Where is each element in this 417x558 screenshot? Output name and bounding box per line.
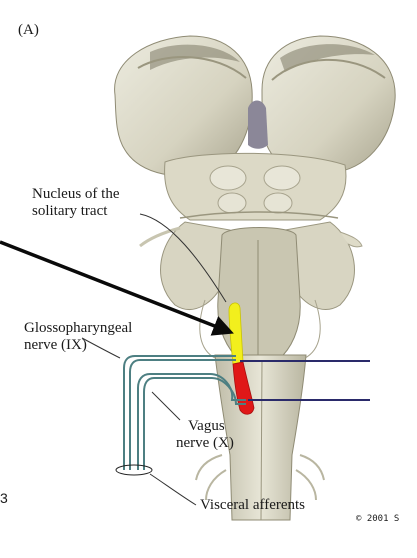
label-visceral-afferents: Visceral afferents (200, 497, 306, 513)
pineal-region (248, 100, 268, 149)
right-hemisphere (261, 35, 396, 175)
copyright-text: © 2001 S (356, 514, 400, 524)
glossopharyngeal-nerve (123, 355, 236, 470)
midbrain (164, 152, 347, 221)
label-vagus-line2: nerve (X) (176, 435, 234, 451)
panel-label: (A) (18, 22, 39, 38)
label-vagus-line1: Vagus (188, 418, 225, 434)
pointer-arrow (0, 240, 234, 336)
nucleus-solitary-tract-lower (232, 361, 255, 415)
label-glosso-line2: nerve (IX) (24, 337, 87, 353)
lateral-nerve-right (339, 231, 363, 248)
label-glosso-line1: Glossopharyngeal (24, 320, 133, 336)
vagus-nerve (137, 373, 246, 470)
label-vagus: Vagus nerve (X) (176, 418, 234, 452)
label-glossopharyngeal: Glossopharyngeal nerve (IX) (24, 320, 132, 354)
leader-vagus (151, 391, 181, 421)
leader-visceral (149, 473, 197, 506)
leader-glosso (81, 337, 121, 359)
label-nucleus-line1: Nucleus of the (32, 186, 120, 202)
label-nucleus-line2: solitary tract (32, 203, 108, 219)
trochlear-nerve-left (139, 226, 181, 248)
edge-fragment-text: 3 (0, 490, 8, 506)
visceral-afferents-ring (115, 464, 153, 476)
leader-nucleus (139, 213, 227, 303)
pons-peduncles (160, 211, 355, 310)
label-nucleus-solitary-tract: Nucleus of the solitary tract (32, 186, 119, 220)
